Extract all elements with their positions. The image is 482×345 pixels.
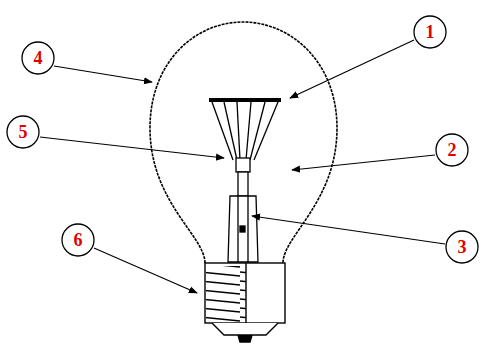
callout-circle: 5 xyxy=(6,115,40,149)
callout-circle: 6 xyxy=(61,223,95,257)
glass-envelope xyxy=(150,22,337,263)
callout-number: 5 xyxy=(19,123,28,141)
callout-number: 6 xyxy=(74,231,83,249)
support-wires xyxy=(212,102,278,160)
callout-number: 1 xyxy=(426,23,435,41)
callout-circle: 2 xyxy=(435,133,469,167)
filament xyxy=(209,98,281,102)
screw-base xyxy=(205,263,285,342)
glass-stem xyxy=(228,158,258,262)
callout-circle: 1 xyxy=(413,15,447,49)
callout-circle: 3 xyxy=(445,230,479,264)
callout-number: 4 xyxy=(34,49,43,67)
callout-circle: 4 xyxy=(21,41,55,75)
callout-number: 3 xyxy=(458,238,467,256)
callout-number: 2 xyxy=(448,141,457,159)
leader-arrows xyxy=(40,40,445,293)
